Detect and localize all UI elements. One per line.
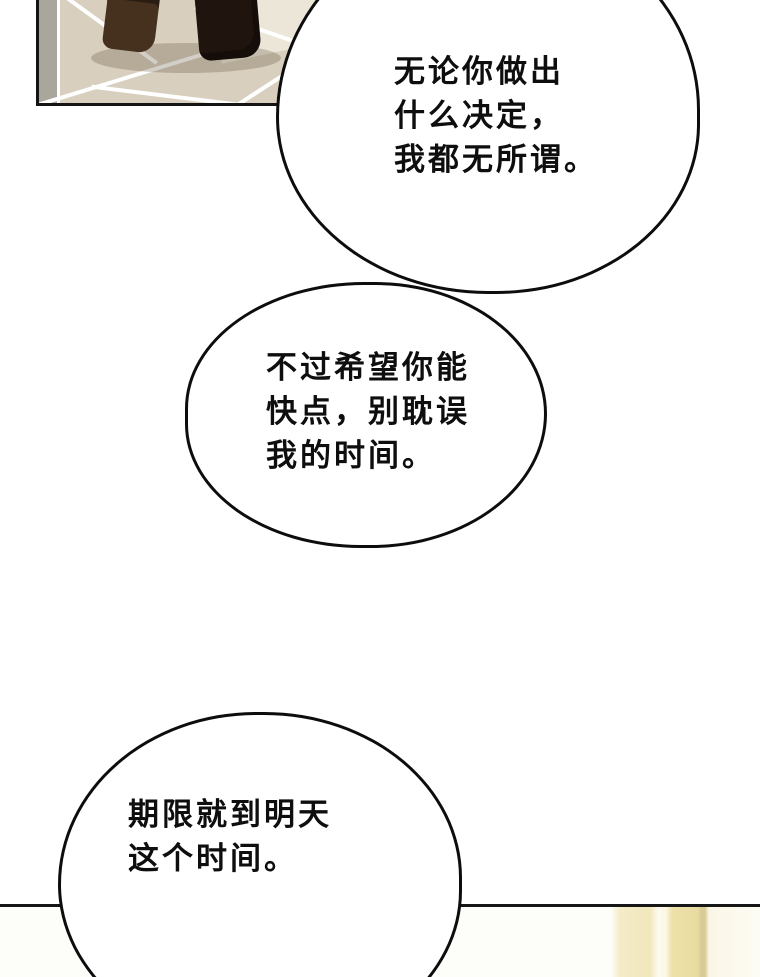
speech-text-3: 期限就到明天 这个时间。 [128,793,332,881]
speech-line: 期限就到明天 [128,797,332,833]
curtain [612,907,760,977]
speech-line: 无论你做出 [394,54,564,90]
speech-text-1: 无论你做出 什么决定， 我都无所谓。 [394,50,598,182]
panel-top-floor-scene [36,0,334,106]
right-boot [194,0,262,62]
speech-bubble-1 [276,0,700,294]
speech-line: 我都无所谓。 [394,142,598,178]
speech-line: 我的时间。 [266,438,436,474]
speech-line: 不过希望你能 [266,350,470,386]
speech-line: 这个时间。 [128,841,298,877]
left-boot [101,0,161,54]
speech-line: 什么决定， [394,98,564,134]
speech-text-2: 不过希望你能 快点，别耽误 我的时间。 [266,346,470,478]
floor-tile-line [91,84,261,103]
speech-bubble-3 [58,712,462,977]
speech-line: 快点，别耽误 [266,394,470,430]
wall-strip [39,0,57,103]
wall-edge-line [57,0,60,103]
speech-bubble-2 [185,282,547,548]
